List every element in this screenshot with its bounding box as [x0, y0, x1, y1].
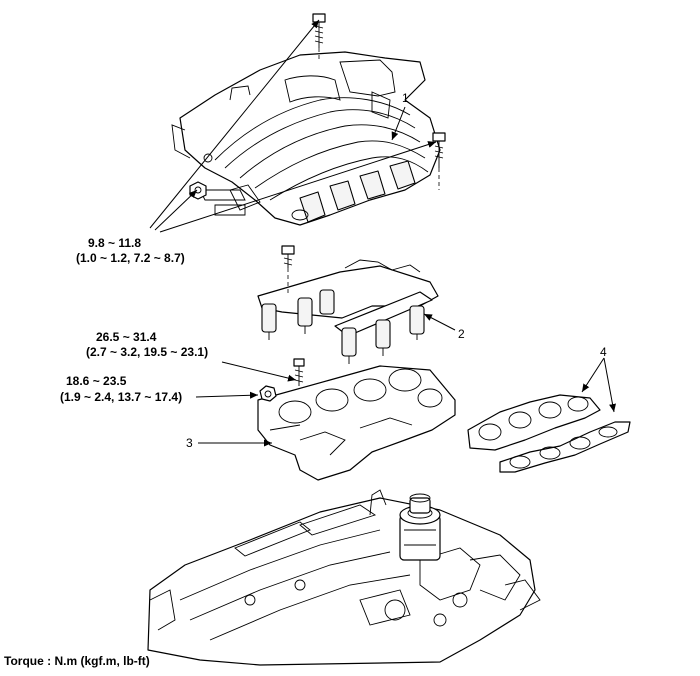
callout-4: 4 — [600, 345, 607, 359]
torque-nut-units: (1.9 ~ 2.4, 13.7 ~ 17.4) — [60, 390, 182, 404]
intake-gasket-lower — [499, 421, 631, 473]
leader-rail-torque — [221, 361, 297, 382]
oil-filter-housing — [399, 493, 441, 561]
upper-manifold-nut — [189, 181, 207, 200]
intake-gasket-upper — [467, 394, 601, 451]
fuel-rail-assembly — [257, 259, 439, 364]
torque-intake-value: 9.8 ~ 11.8 — [88, 236, 141, 250]
torque-arrows-intake — [149, 19, 437, 233]
lower-intake-manifold — [257, 365, 456, 481]
lower-manifold-stud — [293, 358, 305, 386]
torque-units-legend: Torque : N.m (kgf.m, lb-ft) — [4, 654, 150, 668]
leader-part1 — [391, 106, 406, 141]
fuel-rail-bolt — [281, 245, 295, 296]
lower-manifold-nut — [259, 385, 277, 402]
torque-rail-units: (2.7 ~ 3.2, 19.5 ~ 23.1) — [86, 345, 208, 359]
upper-intake-manifold — [171, 51, 441, 226]
torque-intake-units: (1.0 ~ 1.2, 7.2 ~ 8.7) — [76, 251, 185, 265]
callout-2: 2 — [458, 327, 465, 341]
engine-block — [147, 489, 541, 666]
leader-part4 — [581, 357, 616, 413]
upper-manifold-bolt-side — [432, 132, 446, 190]
torque-nut-value: 18.6 ~ 23.5 — [66, 374, 127, 388]
leader-part2 — [423, 313, 456, 331]
leader-nut-torque — [195, 391, 259, 399]
callout-1: 1 — [402, 91, 409, 105]
torque-rail-value: 26.5 ~ 31.4 — [96, 330, 157, 344]
callout-3: 3 — [186, 436, 193, 450]
